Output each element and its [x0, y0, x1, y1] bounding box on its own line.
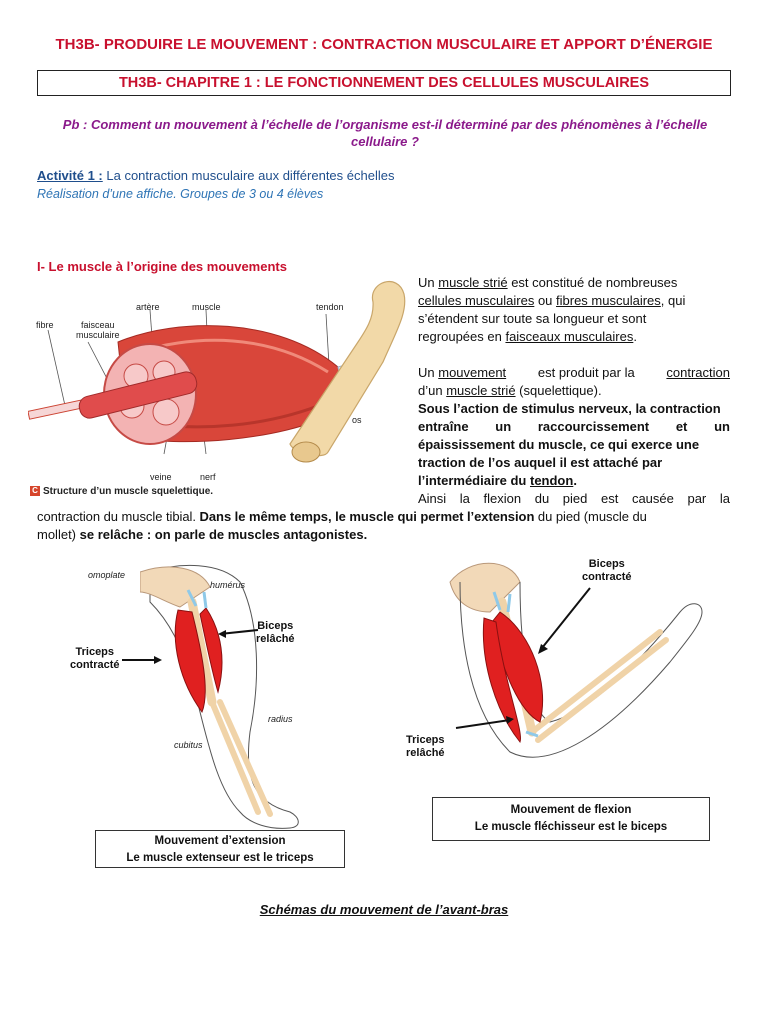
- label-faisceau-line2: musculaire: [76, 330, 120, 340]
- paragraph-mouvement: Un mouvement est produit par la contract…: [418, 365, 730, 506]
- extension-caption-box: Mouvement d’extension Le muscle extenseu…: [95, 830, 345, 868]
- label-faisceau: faisceau musculaire: [76, 320, 120, 340]
- activity-heading: Activité 1 : La contraction musculaire a…: [37, 168, 394, 183]
- chapter-title-box: TH3B- CHAPITRE 1 : LE FONCTIONNEMENT DES…: [37, 70, 731, 96]
- section-title: I- Le muscle à l’origine des mouvements: [37, 259, 287, 274]
- label-nerf: nerf: [200, 472, 216, 482]
- label-fibre: fibre: [36, 320, 54, 330]
- extension-box-line1: Mouvement d’extension: [154, 835, 286, 847]
- activity-title: La contraction musculaire aux différente…: [106, 168, 395, 183]
- activity-subtitle: Réalisation d’une affiche. Groupes de 3 …: [37, 187, 324, 201]
- term-mouvement: mouvement: [438, 365, 507, 380]
- term-muscle-strie-2: muscle strié: [446, 383, 516, 398]
- muscle-structure-figure: [28, 281, 406, 463]
- label-humerus: humérus: [210, 580, 246, 590]
- schemas-title: Schémas du mouvement de l’avant-bras: [259, 902, 509, 917]
- extension-triceps-arrow: [122, 656, 162, 664]
- caption-text: Structure d’un muscle squelettique.: [43, 486, 214, 497]
- flexion-box-line2: Le muscle fléchisseur est le biceps: [474, 821, 668, 833]
- flexion-caption-box: Mouvement de flexion Le muscle fléchisse…: [432, 797, 710, 841]
- term-tendon: tendon: [529, 473, 574, 488]
- chapter-title: TH3B- CHAPITRE 1 : LE FONCTIONNEMENT DES…: [118, 75, 650, 91]
- paragraph-antagonistes: contraction du muscle tibial. Dans le mê…: [37, 509, 647, 542]
- page-main-title: TH3B- PRODUIRE LE MOUVEMENT : CONTRACTIO…: [55, 36, 713, 53]
- problem-line-2: cellulaire ?: [351, 134, 419, 149]
- flexion-box-line1: Mouvement de flexion: [510, 804, 632, 816]
- label-faisceau-line1: faisceau: [80, 320, 115, 330]
- flexion-arm-figure: [449, 562, 703, 758]
- paragraph-muscle-strie: Un muscle strié est constitué de nombreu…: [418, 275, 686, 344]
- term-contraction: contraction: [666, 365, 730, 380]
- label-radius: radius: [268, 714, 293, 724]
- label-tendon: tendon: [316, 302, 344, 312]
- extension-arm-figure: [140, 564, 299, 829]
- problem-statement: Pb : Comment un mouvement à l’échelle de…: [40, 116, 730, 150]
- label-muscle: muscle: [192, 302, 221, 312]
- activity-label: Activité 1 :: [37, 168, 103, 183]
- extension-box-line2: Le muscle extenseur est le triceps: [126, 852, 314, 864]
- label-omoplate: omoplate: [88, 570, 126, 580]
- term-cellules-musculaires: cellules musculaires: [418, 293, 535, 308]
- caption-badge: C: [30, 486, 40, 497]
- label-veine: veine: [150, 472, 172, 482]
- label-artere: artère: [136, 302, 160, 312]
- label-cubitus: cubitus: [174, 740, 203, 750]
- label-os: os: [352, 415, 362, 425]
- term-muscle-strie: muscle strié: [438, 275, 508, 290]
- term-fibres-musculaires: fibres musculaires: [556, 293, 661, 308]
- term-faisceaux-musculaires: faisceaux musculaires: [505, 329, 634, 344]
- problem-line-1: Pb : Comment un mouvement à l’échelle de…: [62, 117, 708, 132]
